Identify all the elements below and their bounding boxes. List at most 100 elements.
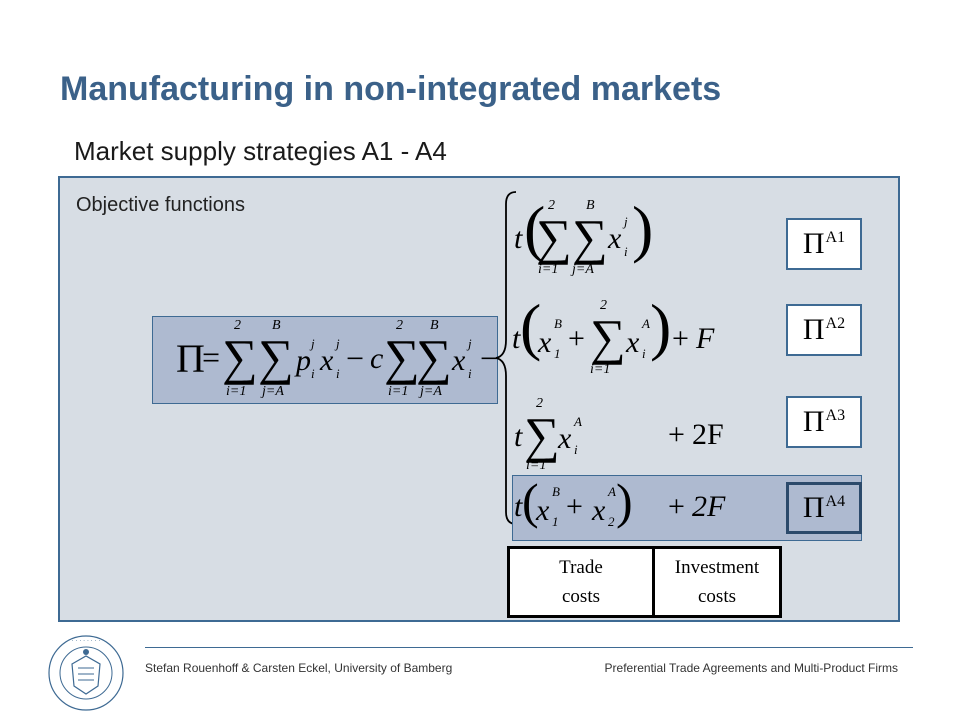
- pi-symbol: Π: [802, 405, 825, 438]
- cost-label-line: costs: [562, 586, 600, 607]
- subscript: i: [624, 244, 628, 259]
- sum-upper: 2: [234, 318, 241, 333]
- superscript: j: [311, 336, 315, 351]
- equals-sign: =: [202, 339, 221, 375]
- superscript: j: [336, 336, 340, 351]
- sum-upper: 2: [600, 298, 607, 313]
- sum-symbol: ∑: [416, 329, 452, 385]
- quantity-term: x: [608, 222, 622, 255]
- pi-symbol: Π: [802, 491, 825, 524]
- sum-symbol: ∑: [572, 209, 608, 265]
- subscript: i: [574, 442, 578, 457]
- sum-symbol: ∑: [536, 209, 572, 265]
- superscript: A: [574, 414, 582, 429]
- quantity-term: x: [558, 422, 572, 455]
- sum-upper: 2: [548, 198, 555, 213]
- sum-symbol: ∑: [384, 329, 420, 385]
- cost-label-line: Investment: [674, 556, 760, 578]
- plus-sign: +: [672, 322, 689, 355]
- investment-costs-label: Investment costs: [652, 546, 782, 618]
- sum-symbol: ∑: [590, 309, 626, 365]
- sum-lower: j=A: [420, 384, 442, 399]
- pi-symbol: Π: [802, 227, 825, 260]
- sum-lower: i=1: [388, 384, 409, 399]
- t-term: t: [514, 420, 523, 453]
- sum-lower: i=1: [538, 262, 559, 277]
- minus-sign: −: [480, 340, 499, 376]
- pi-symbol: Π: [802, 313, 825, 346]
- right-paren: ): [616, 473, 633, 529]
- quantity-term: x: [626, 326, 640, 359]
- subscript: i: [642, 346, 646, 361]
- sum-symbol: ∑: [222, 329, 258, 385]
- profit-label: A3: [825, 407, 846, 424]
- university-seal-logo: · · · · · · · ·: [48, 635, 124, 711]
- left-paren: (: [522, 473, 539, 529]
- slide-title: Manufacturing in non-integrated markets: [60, 70, 722, 108]
- trade-costs-label: Trade costs: [507, 546, 655, 618]
- quantity-term: x: [320, 344, 334, 377]
- right-paren: ): [632, 193, 654, 264]
- superscript: B: [554, 316, 562, 331]
- cost-label-line: Trade: [559, 556, 603, 578]
- plus-sign: +: [566, 490, 583, 523]
- profit-label: A2: [825, 315, 846, 332]
- superscript: A: [608, 484, 616, 499]
- investment-term: 2F: [692, 490, 726, 523]
- footer-authors: Stefan Rouenhoff & Carsten Eckel, Univer…: [145, 661, 453, 675]
- sum-symbol: ∑: [258, 329, 294, 385]
- pi-symbol: Π: [176, 336, 205, 381]
- subscript: i: [336, 366, 340, 381]
- sum-upper: B: [586, 198, 595, 213]
- subscript: 2: [608, 514, 615, 529]
- superscript: j: [624, 214, 628, 229]
- right-paren: ): [650, 291, 672, 362]
- subscript: 1: [552, 514, 559, 529]
- left-paren: (: [524, 193, 546, 264]
- subscript: i: [468, 366, 472, 381]
- quantity-term: x: [536, 494, 550, 527]
- sum-lower: j=A: [572, 262, 594, 277]
- plus-sign: +: [568, 322, 585, 355]
- sum-lower: i=1: [526, 458, 547, 473]
- t-term: t: [514, 490, 523, 523]
- price-term: p: [296, 344, 311, 377]
- investment-term: 2F: [692, 418, 724, 451]
- sum-lower: j=A: [262, 384, 284, 399]
- investment-term: F: [696, 322, 715, 355]
- superscript: j: [468, 336, 472, 351]
- sum-lower: i=1: [226, 384, 247, 399]
- objective-function-box: [152, 316, 498, 404]
- cost-label-line: costs: [698, 586, 736, 607]
- slide-subtitle: Market supply strategies A1 - A4: [74, 136, 447, 166]
- footer-divider: [145, 647, 913, 648]
- t-term: t: [512, 322, 521, 355]
- profit-label: A1: [825, 229, 846, 246]
- sum-symbol: ∑: [524, 407, 560, 463]
- sum-upper: 2: [396, 318, 403, 333]
- plus-sign: +: [668, 490, 685, 523]
- sum-upper: B: [430, 318, 439, 333]
- subscript: 1: [554, 346, 561, 361]
- footer-talk-title: Preferential Trade Agreements and Multi-…: [604, 661, 898, 675]
- svg-text:· · · · · · · ·: · · · · · · · ·: [72, 638, 101, 645]
- quantity-term: x: [452, 344, 466, 377]
- sum-upper: B: [272, 318, 281, 333]
- minus-sign: −: [346, 340, 365, 376]
- profit-label: A4: [825, 493, 846, 510]
- superscript: A: [642, 316, 650, 331]
- cost-term: c: [370, 342, 384, 375]
- plus-sign: +: [668, 418, 685, 451]
- sum-upper: 2: [536, 396, 543, 411]
- sum-lower: i=1: [590, 362, 611, 377]
- case-brace: [495, 191, 517, 525]
- quantity-term: x: [592, 494, 606, 527]
- t-term: t: [514, 222, 523, 255]
- left-paren: (: [520, 291, 542, 362]
- superscript: B: [552, 484, 560, 499]
- panel-label: Objective functions: [76, 194, 245, 216]
- quantity-term: x: [538, 326, 552, 359]
